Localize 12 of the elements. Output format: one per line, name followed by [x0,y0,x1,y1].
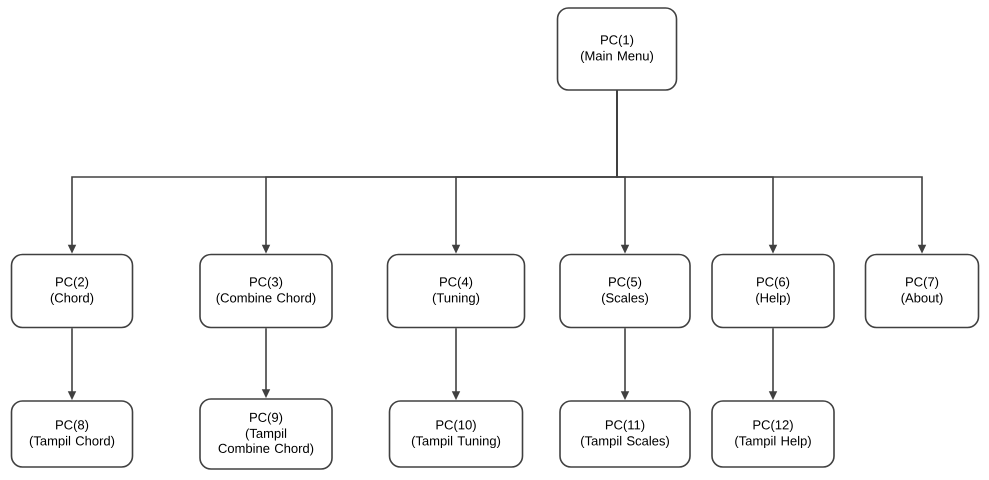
process-box: PC(12) (Tampil Help) [711,400,835,468]
process-box: PC(3) (Combine Chord) [199,254,333,328]
process-box: PC(2) (Chord) [10,254,134,328]
process-box: PC(4) (Tuning) [386,254,526,328]
process-box: PC(5) (Scales) [559,254,691,328]
process-box: PC(8) (Tampil Chord) [10,400,134,468]
process-box: PC(6) (Help) [711,254,835,328]
process-box: PC(9) (Tampil Combine Chord) [199,398,333,470]
process-box: PC(7) (About) [864,254,980,328]
process-box: PC(1) (Main Menu) [556,7,678,91]
process-box: PC(11) (Tampil Scales) [559,400,691,468]
process-box: PC(10) (Tampil Tuning) [388,400,524,468]
